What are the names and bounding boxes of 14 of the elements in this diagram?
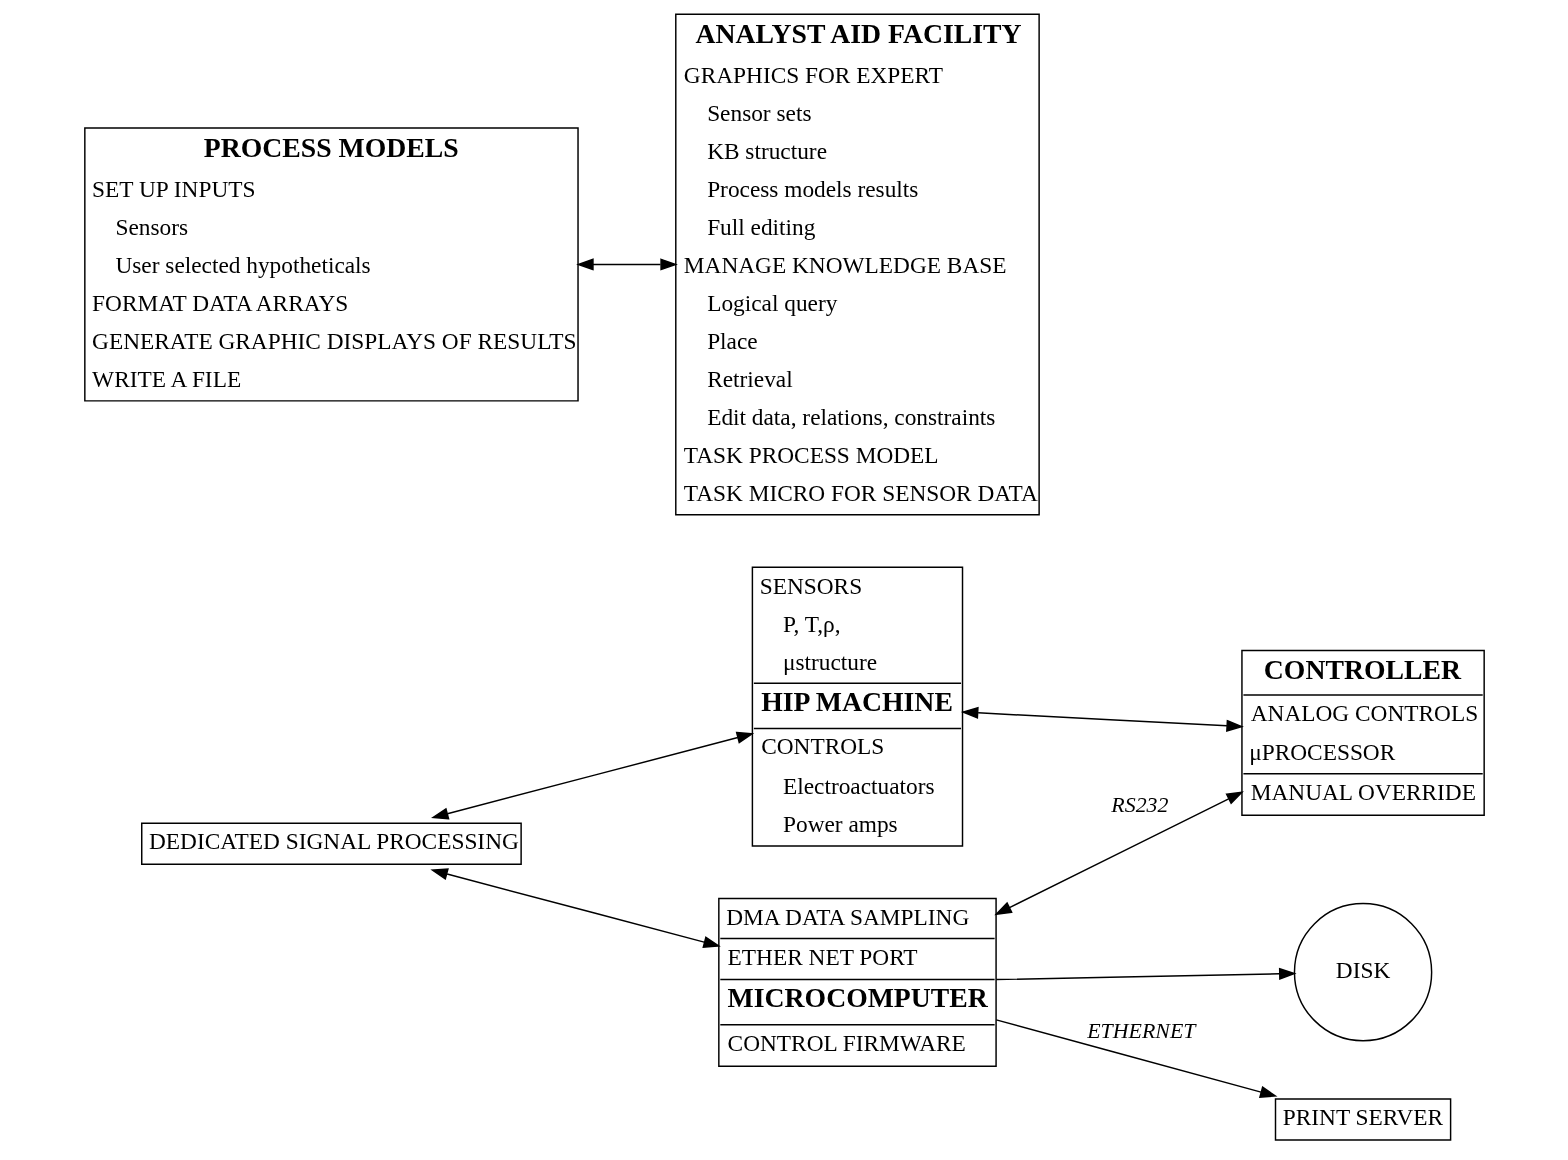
node-circle: DISK <box>1293 902 1432 1042</box>
node-box: ANALYST AID FACILITY GRAPHICS FOR EXPERT Sensor sets KB structure Process models results Full editing MANAGE KNOWLEDGE BASE Logical query Place Retrieval Edit data, relations, constraints TASK PROCESS MODEL TASK MICRO FOR SENSOR DATA <box>674 13 1040 516</box>
arrow <box>430 731 754 820</box>
edge-label: ETHERNET <box>1086 1018 1195 1043</box>
node-box: PROCESS MODELS SET UP INPUTS Sensors User selected hypotheticals FORMAT DATA ARRAYS GENERATE GRAPHIC DISPLAYS OF RESULTS WRITE A FILE <box>83 127 579 402</box>
arrow <box>960 706 1244 732</box>
arrow <box>429 868 721 948</box>
arrow <box>575 258 678 271</box>
node-box: PRINT SERVER <box>1274 1098 1451 1141</box>
arrow <box>993 791 1244 916</box>
node-box: DEDICATED SIGNAL PROCESSING <box>140 822 522 865</box>
arrow <box>995 1019 1277 1098</box>
arrow <box>995 967 1297 981</box>
edge-label: RS232 <box>1110 792 1168 817</box>
